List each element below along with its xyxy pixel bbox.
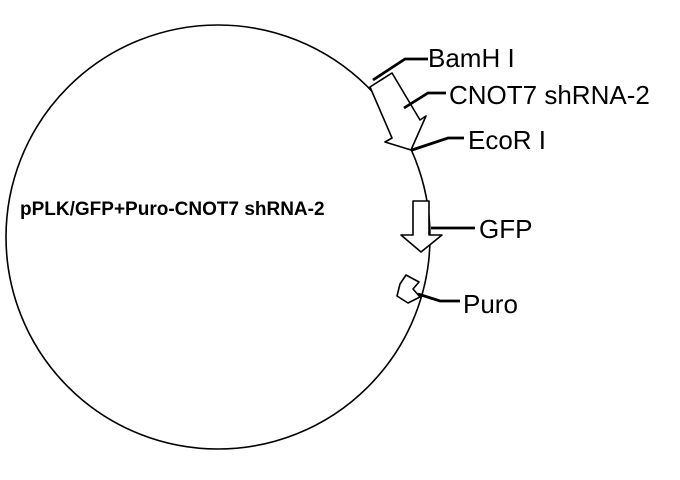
puro-label: Puro	[463, 289, 518, 319]
shrna-insert-arrow	[369, 72, 427, 151]
plasmid-name-label: pPLK/GFP+Puro-CNOT7 shRNA-2	[20, 199, 325, 220]
ecori-label: EcoR I	[468, 125, 547, 155]
shrna-leader-line	[403, 91, 446, 110]
shrna-label: CNOT7 shRNA-2	[449, 80, 650, 110]
bamhi-leader-line	[372, 57, 428, 82]
puro-arrow	[396, 274, 421, 304]
gfp-label: GFP	[479, 214, 533, 244]
gfp-arrow	[400, 200, 443, 253]
bamhi-label: BamH I	[428, 43, 515, 73]
plasmid-backbone	[5, 24, 431, 450]
ecori-leader-line	[411, 136, 464, 152]
puro-leader-line	[417, 292, 460, 303]
